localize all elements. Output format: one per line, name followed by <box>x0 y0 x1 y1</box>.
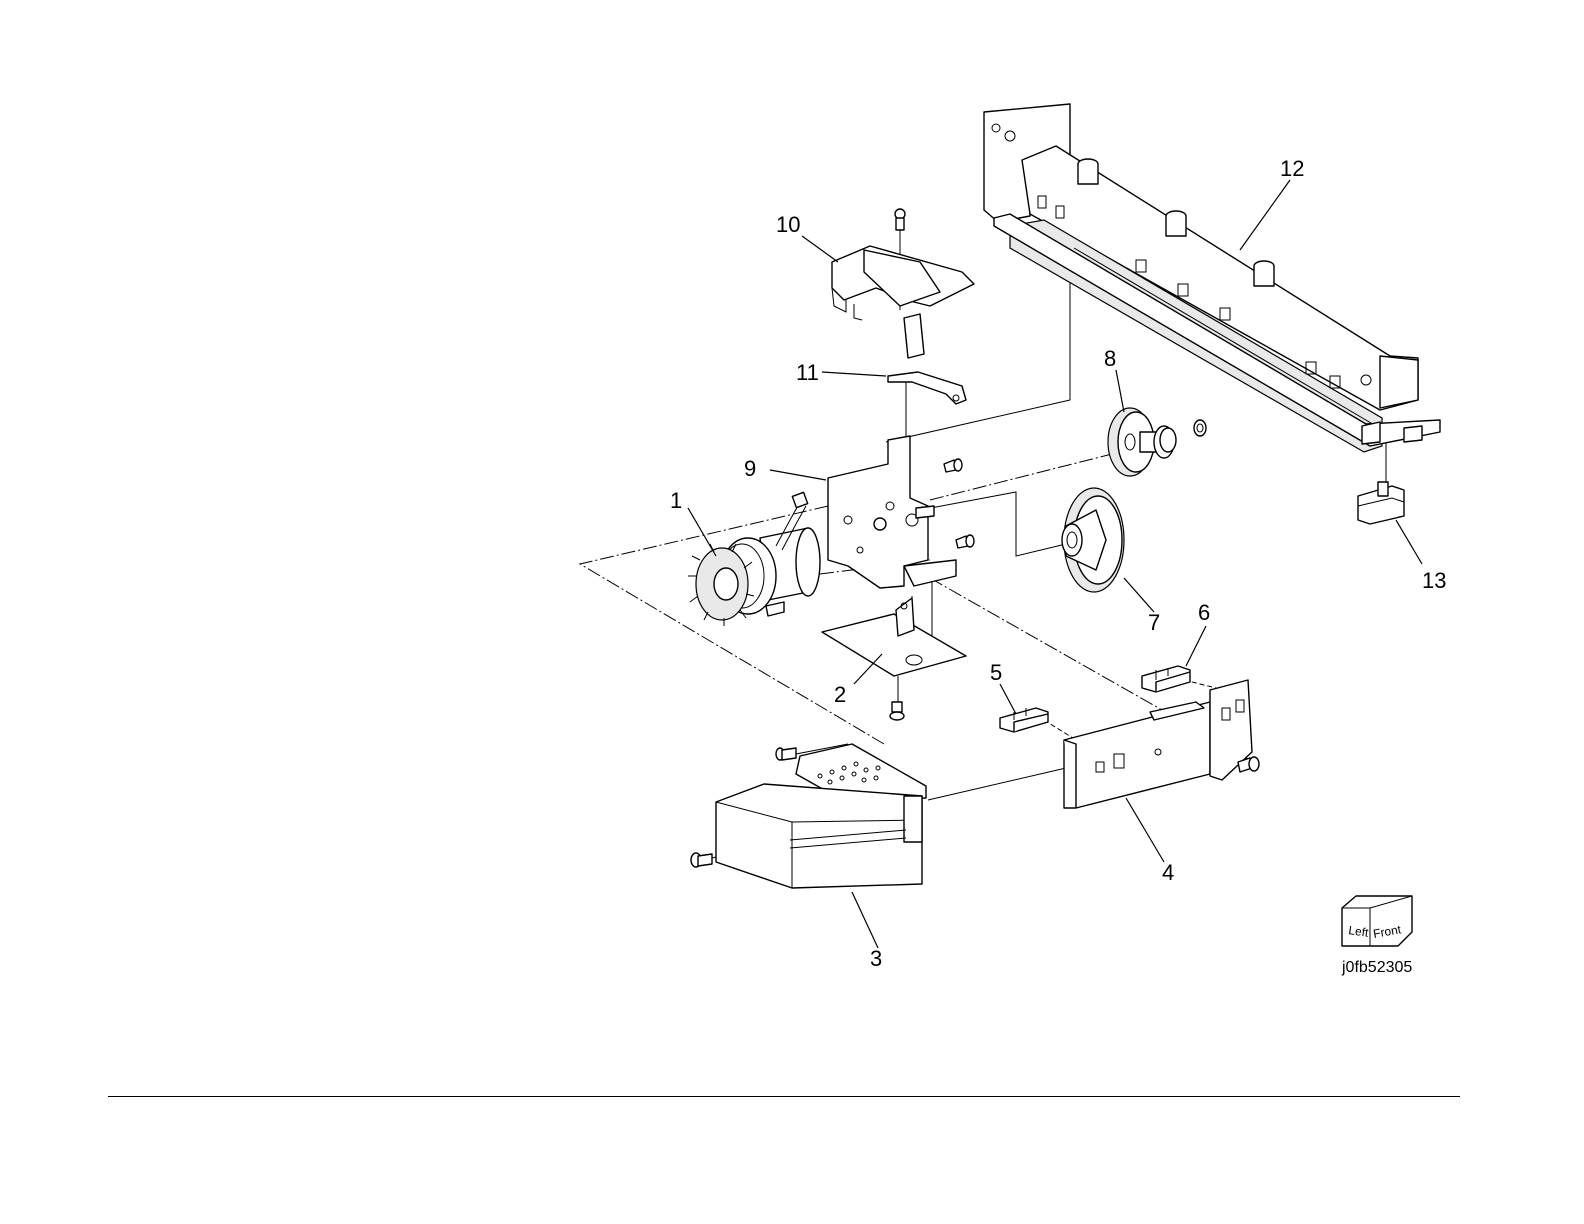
screw-10 <box>895 209 905 230</box>
callout-7: 7 <box>1148 610 1160 635</box>
part-5-sensor <box>1000 708 1048 732</box>
part-4-bracket <box>1064 680 1252 808</box>
callout-8: 8 <box>1104 346 1116 371</box>
callout-3: 3 <box>870 946 882 971</box>
part-8-gear <box>1108 408 1206 476</box>
part-13-sensor <box>1358 482 1404 524</box>
part-7-large-gear <box>1062 488 1124 592</box>
callout-4: 4 <box>1162 860 1174 885</box>
callout-9: 9 <box>744 456 756 481</box>
part-10-cover <box>832 246 974 358</box>
footer-rule <box>108 1096 1460 1097</box>
callout-1: 1 <box>670 488 682 513</box>
part-6-sensor <box>1142 666 1190 692</box>
part-12-frame-assembly <box>984 104 1440 452</box>
callout-13: 13 <box>1422 568 1446 593</box>
callout-12: 12 <box>1280 156 1304 181</box>
part-11-plate <box>888 372 966 404</box>
callout-11: 11 <box>796 360 819 385</box>
alignment-lines <box>580 108 1386 870</box>
callout-2: 2 <box>834 682 846 707</box>
part-9-bracket <box>828 436 956 588</box>
bracket-screws <box>944 459 974 548</box>
callout-10: 10 <box>776 212 800 237</box>
figure-id: j0fb52305 <box>1341 959 1412 976</box>
part-3-cover <box>716 744 926 888</box>
callout-5: 5 <box>990 660 1002 685</box>
orientation-left-label: Left <box>1348 923 1370 940</box>
callout-6: 6 <box>1198 600 1210 625</box>
screw-2 <box>890 702 904 720</box>
part-2-plate <box>822 598 966 676</box>
orientation-cube: Left Front <box>1342 896 1412 946</box>
